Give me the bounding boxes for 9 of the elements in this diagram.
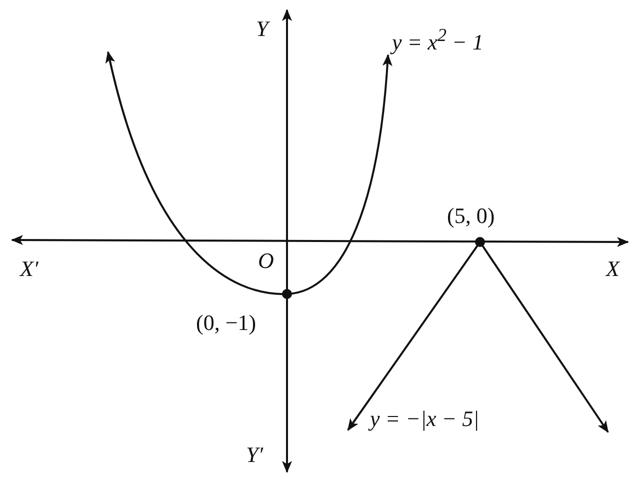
axis-label: X xyxy=(606,258,620,280)
origin-label: O xyxy=(258,250,274,272)
axis-label: Y′ xyxy=(246,444,264,466)
coordinate-label: (0, −1) xyxy=(196,312,256,334)
axis-label: Y xyxy=(256,18,268,40)
equation-label: y = x$^{2}$ − 1 xyxy=(392,26,484,54)
equation-label: y = −|x − 5| xyxy=(370,408,480,430)
axis-label: X′ xyxy=(20,258,38,280)
coordinate-label: (5, 0) xyxy=(447,205,495,227)
